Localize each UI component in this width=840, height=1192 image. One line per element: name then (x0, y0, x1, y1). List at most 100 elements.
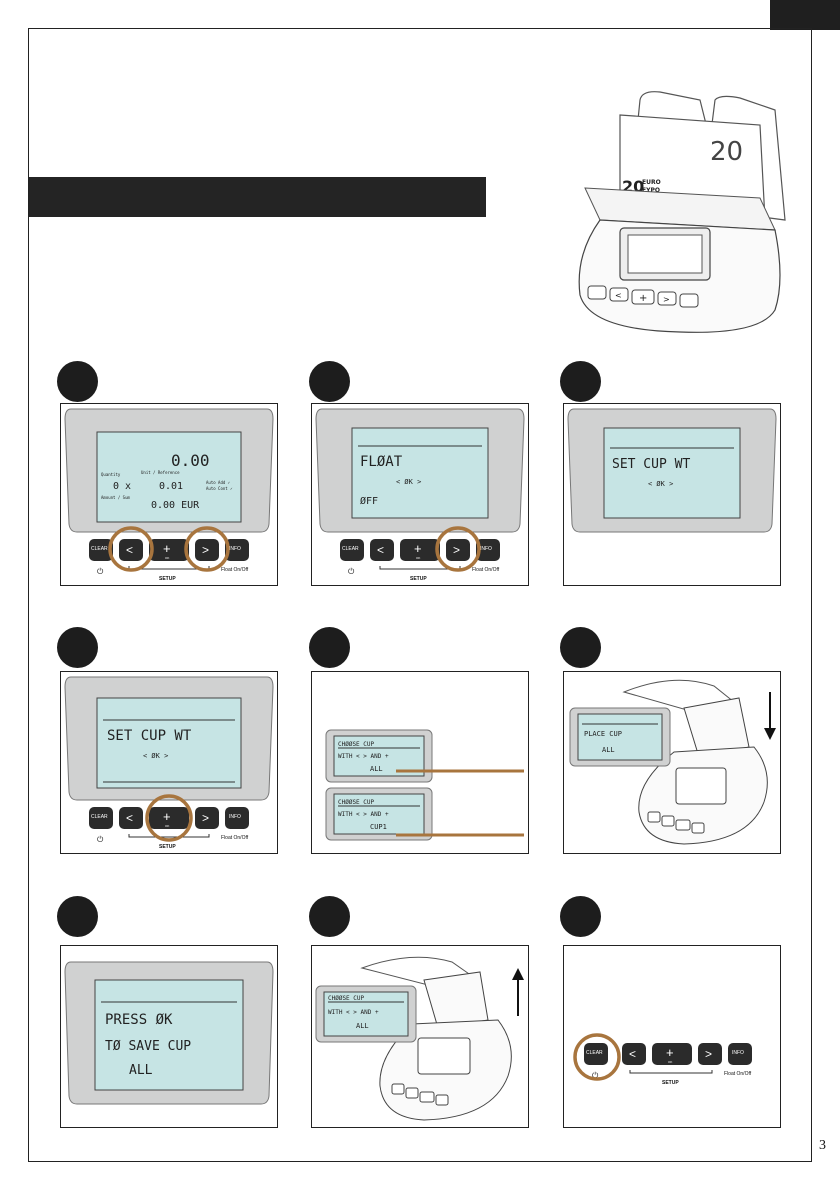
step-1-marker (57, 361, 98, 402)
next-key-label: > (453, 543, 460, 557)
lcd-qty: 0 x (113, 481, 131, 492)
info-key[interactable] (225, 539, 249, 561)
float-label: Float On/Off (724, 1071, 752, 1077)
lcd-unit-label: Unit / Reference (141, 470, 180, 475)
next-key-label: > (705, 1047, 712, 1061)
next-key[interactable] (446, 539, 470, 561)
info-key-label: INFO (480, 546, 492, 552)
svg-text:+: + (639, 293, 647, 304)
lcd-line-3: ALL (356, 1022, 369, 1030)
clear-key-label: CLEAR (91, 546, 108, 552)
lcd-line-1: CHØØSE CUP (328, 995, 365, 1002)
setup-bracket (128, 566, 210, 570)
clear-key-label: CLEAR (342, 546, 359, 552)
lcd-amount: 0.00 EUR (151, 500, 200, 511)
plus-key-label: + (163, 541, 171, 556)
lcd-a-line-2: WITH < > AND + (338, 753, 389, 760)
ok-key[interactable] (149, 539, 189, 561)
setup-label: SETUP (159, 844, 176, 850)
highlight-next-key (435, 526, 481, 572)
step-3-panel: SET CUP WT < ØK > (563, 403, 781, 586)
clear-key[interactable] (89, 539, 113, 561)
lcd-total: 0.00 (171, 451, 210, 470)
prev-key[interactable] (119, 539, 143, 561)
next-key[interactable] (698, 1043, 722, 1065)
next-key[interactable] (195, 539, 219, 561)
info-key-label: INFO (732, 1050, 744, 1056)
setup-label: SETUP (662, 1080, 679, 1086)
clear-key[interactable] (584, 1043, 608, 1065)
highlight-clear-key (573, 1033, 621, 1081)
step-5-marker (309, 627, 350, 668)
lcd-unit: 0.01 (159, 481, 183, 492)
ok-key-label: OK (165, 556, 169, 560)
next-key-label: > (202, 811, 209, 825)
next-key-label: > (202, 543, 209, 557)
lcd-line-1: FLØAT (360, 454, 403, 470)
info-key[interactable] (225, 807, 249, 829)
clear-key-label: CLEAR (91, 814, 108, 820)
float-label: Float On/Off (221, 567, 249, 573)
power-icon: ⏻ (592, 1071, 599, 1080)
lcd-amount-label: Amount / Sum (101, 495, 130, 500)
svg-text:>: > (663, 295, 670, 304)
prev-key[interactable] (119, 807, 143, 829)
float-label: Float On/Off (221, 835, 249, 841)
step-8-panel: CHØØSE CUP WITH < > AND + ALL (311, 945, 529, 1128)
lcd-line-2: ALL (602, 746, 615, 754)
lcd-line-2: WITH < > AND + (328, 1009, 379, 1016)
step-9-panel: CLEAR ⏻ < + OK > INFO Float On/Off SETUP (563, 945, 781, 1128)
ok-key[interactable] (400, 539, 440, 561)
prev-key-label: < (377, 543, 384, 557)
lcd-line-2: < ØK > (648, 480, 673, 488)
step-7-marker (57, 896, 98, 937)
lcd-a-line-1: CHØØSE CUP (338, 741, 375, 748)
svg-text:<: < (615, 291, 622, 300)
lcd-b-line-3: CUP1 (370, 823, 387, 831)
highlight-ok-key (145, 794, 193, 842)
prev-key-label: < (126, 543, 133, 557)
ok-key[interactable] (652, 1043, 692, 1065)
lcd-screen (96, 431, 242, 523)
step-7-panel: PRESS ØK TØ SAVE CUP ALL (60, 945, 278, 1128)
lcd-line-1: PRESS ØK (105, 1012, 173, 1028)
lcd-line-2: TØ SAVE CUP (105, 1039, 191, 1054)
lcd-line-3: ØFF (360, 495, 378, 507)
power-icon: ⏻ (348, 567, 355, 576)
ok-key[interactable] (149, 807, 189, 829)
step-1-panel: 0.00 Quantity Unit / Reference 0 x 0.01 … (60, 403, 278, 586)
info-key[interactable] (728, 1043, 752, 1065)
lcd-auto-cont: Auto Cont ✓ (206, 486, 233, 491)
note-big-number: 20 (710, 137, 743, 167)
ok-key-label: OK (416, 556, 420, 560)
highlight-prev-key (108, 526, 154, 572)
plus-key-label: + (163, 809, 171, 824)
lcd-line-3: ALL (129, 1063, 153, 1078)
lcd-b-line-2: WITH < > AND + (338, 811, 389, 818)
plus-key-label: + (666, 1045, 674, 1060)
lcd-b-line-1: CHØØSE CUP (338, 799, 375, 806)
prev-key[interactable] (370, 539, 394, 561)
lcd-line-2: < ØK > (143, 752, 168, 760)
float-label: Float On/Off (472, 567, 500, 573)
lcd-line-1: PLACE CUP (584, 730, 622, 738)
step-6-panel: PLACE CUP ALL (563, 671, 781, 854)
lcd-line-1: SET CUP WT (107, 728, 192, 744)
page-number: 3 (819, 1138, 826, 1153)
lcd-line-2: < ØK > (396, 478, 421, 486)
step-4-panel: SET CUP WT < ØK > CLEAR ⏻ < + OK > INFO … (60, 671, 278, 854)
lcd-line-1: SET CUP WT (612, 457, 690, 472)
power-icon: ⏻ (97, 835, 104, 844)
next-key[interactable] (195, 807, 219, 829)
prev-key[interactable] (622, 1043, 646, 1065)
step-9-marker (560, 896, 601, 937)
lcd-quantity-label: Quantity (101, 472, 121, 477)
info-key[interactable] (476, 539, 500, 561)
step-2-marker (309, 361, 350, 402)
clear-key[interactable] (340, 539, 364, 561)
clear-key[interactable] (89, 807, 113, 829)
counting-scale-illustration: 20 20 EURO EYPO < + > (578, 91, 786, 333)
plus-key-label: + (414, 541, 422, 556)
corner-tab (770, 0, 840, 30)
section-title-bar (29, 177, 486, 217)
